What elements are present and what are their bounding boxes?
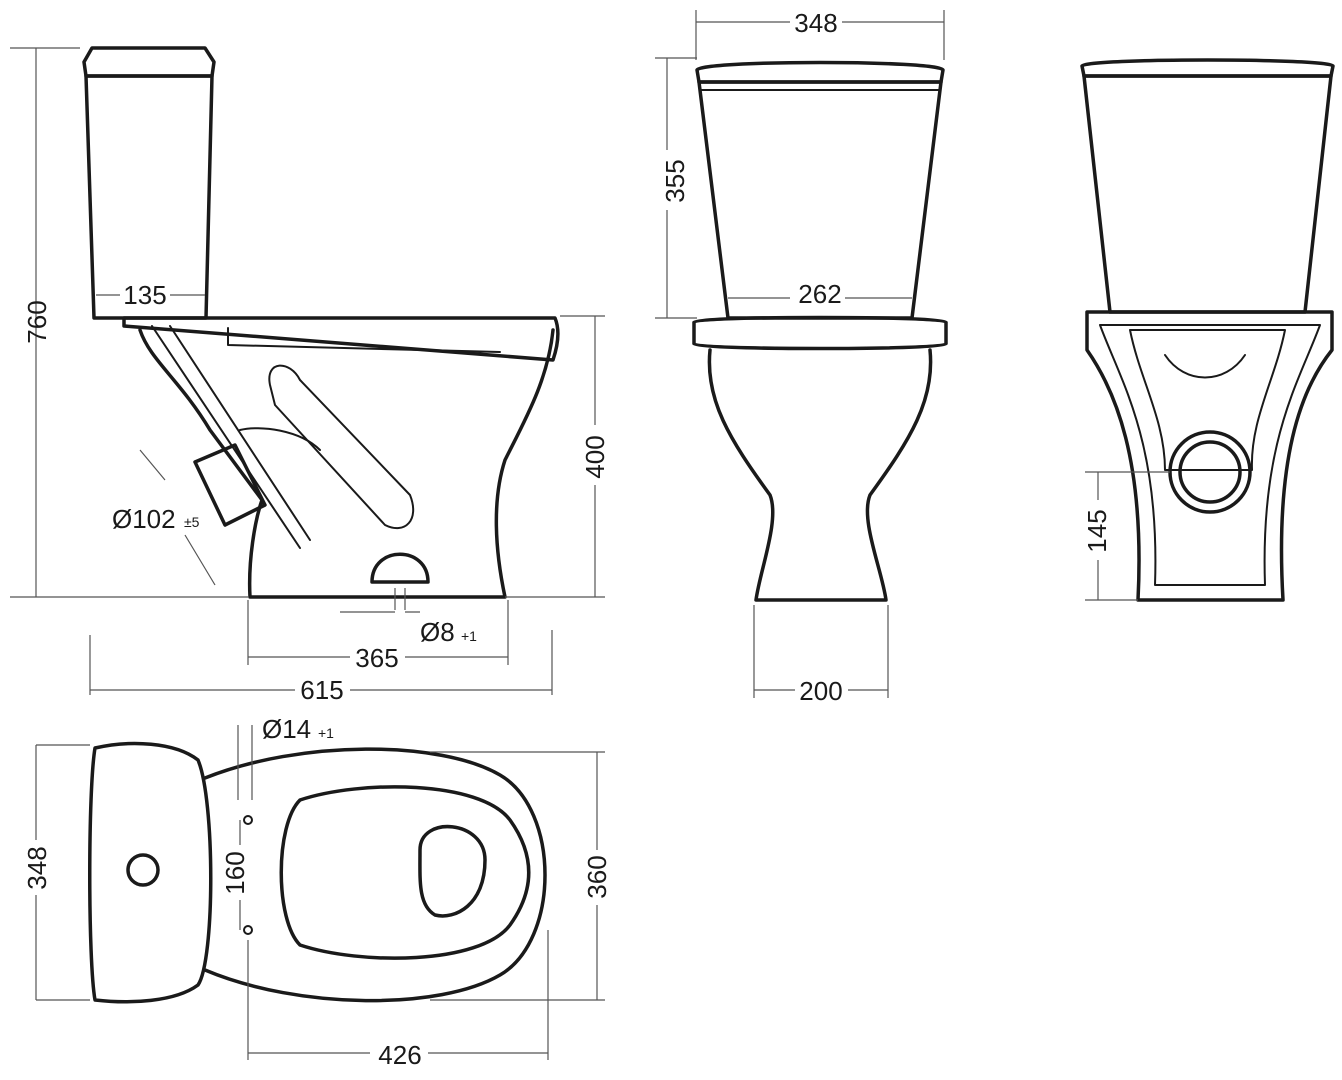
front-bowl <box>707 348 933 602</box>
top-dim-tank-hole-tolerance: +1 <box>318 725 334 741</box>
top-bowl-opening <box>418 824 487 918</box>
side-trapway <box>151 325 415 549</box>
side-dim-tank-depth: 135 <box>123 280 166 310</box>
side-dim-outlet-diameter: Ø102 <box>112 504 176 534</box>
top-fixing-hole-upper <box>243 815 253 825</box>
rear-bowl-inner <box>1099 324 1321 586</box>
side-dim-lines <box>10 47 605 695</box>
top-dim-tank-width: 348 <box>22 846 52 889</box>
front-view: 348 355 262 200 <box>655 8 948 706</box>
side-dim-total-length: 615 <box>300 675 343 705</box>
top-fixing-hole-lower <box>243 925 253 935</box>
side-outlet <box>193 443 267 527</box>
front-dim-tank-bottom-width: 262 <box>798 279 841 309</box>
front-tank-lid <box>695 60 945 84</box>
top-dim-tank-hole: Ø14 <box>262 714 311 744</box>
rear-bowl-frame <box>1085 310 1334 602</box>
top-seat <box>279 785 531 960</box>
side-dim-base-to-hole: 365 <box>355 643 398 673</box>
rear-outlet-inner <box>1178 440 1242 504</box>
side-dim-total-height: 760 <box>22 300 52 343</box>
top-view: Ø14 +1 348 160 360 426 <box>22 714 612 1070</box>
front-seat <box>692 315 948 351</box>
rear-tank-body <box>1082 74 1333 314</box>
rear-outlet-outer <box>1168 430 1252 514</box>
rear-view: 145 <box>1080 58 1335 602</box>
top-dim-bowl-length: 426 <box>378 1040 421 1070</box>
top-bowl <box>203 747 547 1003</box>
front-dim-base-width: 200 <box>799 676 842 706</box>
side-view: 760 135 400 Ø102 ±5 Ø8 +1 365 615 <box>10 46 610 705</box>
rear-dim-outlet-height: 145 <box>1082 509 1112 552</box>
side-dim-outlet-tolerance: ±5 <box>184 514 200 530</box>
side-dim-fixing-tolerance: +1 <box>461 628 477 644</box>
top-dim-bowl-width: 360 <box>582 855 612 898</box>
side-tank-lid <box>82 46 216 78</box>
front-dim-lines <box>655 10 945 698</box>
side-dim-bowl-height: 400 <box>580 435 610 478</box>
top-tank-hole <box>126 853 160 887</box>
top-dim-hole-spacing: 160 <box>220 851 250 894</box>
side-fixing-bolt <box>370 552 430 584</box>
rear-dim-lines <box>1085 471 1170 601</box>
front-dim-tank-width: 348 <box>794 8 837 38</box>
side-bowl-body <box>138 328 555 599</box>
side-bowl-inner <box>227 327 501 451</box>
side-dim-fixing-hole: Ø8 <box>420 617 455 647</box>
side-bowl-rim <box>122 316 560 362</box>
top-dim-lines <box>35 725 605 1060</box>
top-tank <box>88 741 213 1004</box>
rear-tank-lid <box>1080 58 1335 78</box>
front-dim-tank-height: 355 <box>660 159 690 202</box>
